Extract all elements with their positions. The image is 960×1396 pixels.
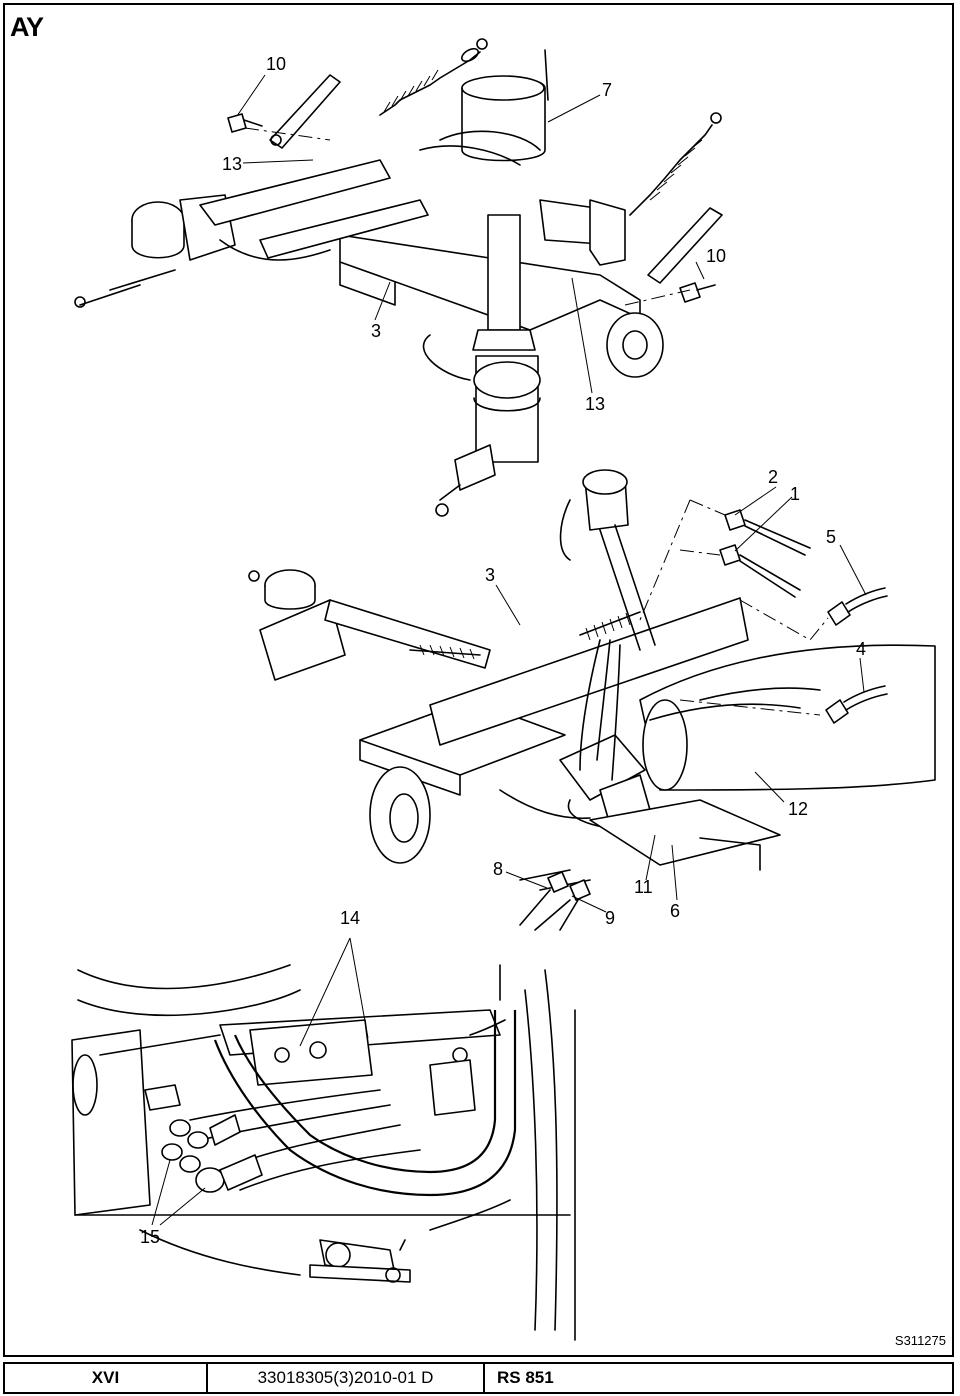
callout-10-top-left: 10 — [266, 54, 286, 74]
lower-leaders — [151, 937, 369, 1226]
middle-leaders — [495, 486, 867, 913]
callout-11: 11 — [634, 877, 653, 897]
footer-model: RS 851 — [497, 1368, 554, 1387]
sheet-title: AY — [10, 12, 44, 42]
callout-13-center: 13 — [585, 394, 605, 414]
callout-8: 8 — [493, 859, 503, 879]
callout-5: 5 — [826, 527, 836, 547]
callout-14: 14 — [340, 908, 360, 928]
upper-leaders — [236, 74, 705, 394]
callout-9: 9 — [605, 908, 615, 928]
callout-13-top-left: 13 — [222, 154, 242, 174]
callout-labels: 10 7 13 10 3 13 2 1 5 3 4 12 8 11 14 9 6… — [140, 54, 866, 1247]
callout-12: 12 — [788, 799, 808, 819]
footer-document-number: 33018305(3)2010-01 D — [208, 1364, 485, 1392]
sheet-frame — [3, 3, 954, 1357]
callout-10-right: 10 — [706, 246, 726, 266]
callout-2: 2 — [768, 467, 778, 487]
callout-15: 15 — [140, 1227, 160, 1247]
callout-6: 6 — [670, 901, 680, 921]
middle-assembly — [248, 469, 936, 931]
callout-4: 4 — [856, 639, 866, 659]
drawing-code: S311275 — [894, 1333, 946, 1348]
callout-7: 7 — [602, 80, 612, 100]
upper-assembly — [74, 38, 723, 517]
callout-3-top: 3 — [371, 321, 381, 341]
footer-section: XVI — [5, 1364, 208, 1392]
footer-title-block: XVI 33018305(3)2010-01 D RS 851 — [3, 1362, 954, 1394]
callout-3-middle: 3 — [485, 565, 495, 585]
lower-assembly — [71, 964, 576, 1341]
callout-1: 1 — [790, 484, 800, 504]
